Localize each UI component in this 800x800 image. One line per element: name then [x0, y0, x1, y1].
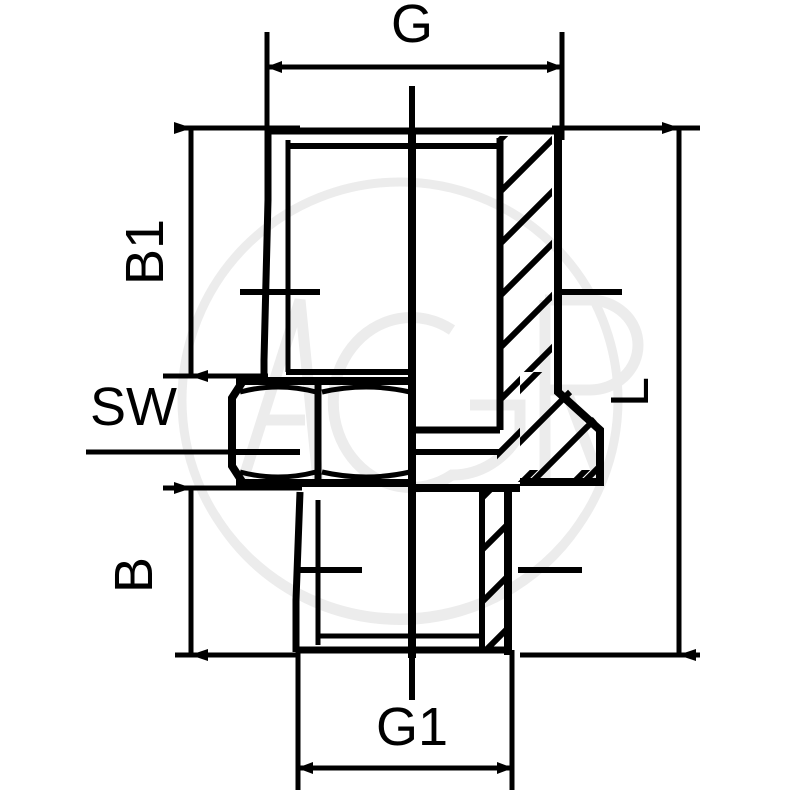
- dimension-label-G1: G1: [376, 697, 448, 757]
- dimension-label-B: B: [104, 557, 164, 593]
- section-hatch-flange: [520, 372, 600, 482]
- section-hatch-lower: [482, 492, 508, 648]
- dimension-G1: [295, 650, 515, 790]
- watermark-agr: [177, 177, 644, 625]
- dimension-label-G: G: [391, 0, 433, 54]
- dimension-label-B1: B1: [115, 219, 175, 285]
- dimension-network: [86, 32, 700, 790]
- dimension-G: [264, 32, 565, 140]
- dimension-label-L: L: [600, 377, 660, 407]
- dimension-label-SW: SW: [90, 377, 177, 437]
- fitting-body-geometry: [228, 127, 622, 658]
